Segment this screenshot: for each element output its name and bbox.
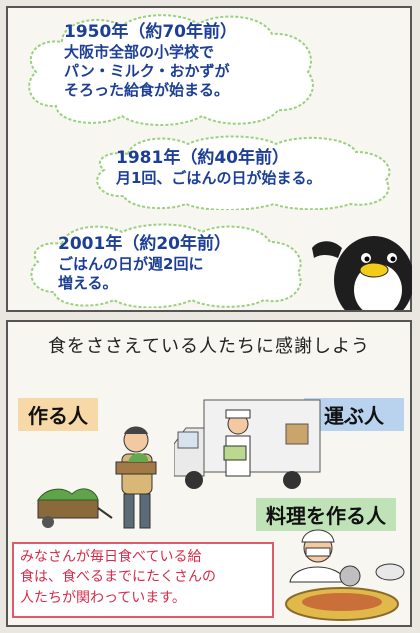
text-line: パン・ミルク・おかずが [64, 62, 230, 80]
cloud-bubble-1981 [96, 135, 391, 210]
cloud-bubble-2001 [30, 223, 302, 308]
text-line: そろった給食が始まる。 [64, 80, 230, 99]
note-line: 食は、食べるまでにたくさんの [20, 569, 216, 586]
thanks-panel: 食をささえている人たちに感謝しよう 作る人 運ぶ人 料理を作る人 [6, 320, 412, 627]
cook-illustration [285, 529, 405, 621]
farmer-illustration [37, 426, 157, 529]
cloud-text-1950: 1950年（約70年前） 大阪市全部の小学校で パン・ミルク・おかずが そろった… [64, 22, 237, 100]
text-line: 大阪市全部の小学校で [64, 43, 215, 62]
year-line: 1981年（約40年前） [116, 148, 289, 168]
year-line: 1950年（約70年前） [64, 22, 237, 42]
panel-heading: 食をささえている人たちに感謝しよう [47, 336, 371, 357]
note-line: みなさんが毎日食べている給 [20, 549, 202, 565]
cloud-text-1981: 1981年（約40年前） 月1回、ごはんの日が始まる。 [116, 148, 321, 188]
label-make: 作る人 [18, 398, 98, 431]
text-line: ごはんの日が週2回に [58, 255, 204, 274]
cloud-text-2001: 2001年（約20年前） ごはんの日が週2回に 増える。 [58, 234, 231, 293]
text-line: 増える。 [58, 274, 118, 292]
year-line: 2001年（約20年前） [58, 234, 231, 254]
penguin-mascot-illustration [312, 236, 412, 310]
info-note: みなさんが毎日食べている給 食は、食べるまでにたくさんの 人たちが関わっています… [12, 542, 274, 618]
note-line: 人たちが関わっています。 [20, 589, 186, 606]
text-line: 月1回、ごはんの日が始まる。 [116, 169, 322, 188]
timeline-panel: 1950年（約70年前） 大阪市全部の小学校で パン・ミルク・おかずが そろった… [6, 6, 412, 312]
label-carry: 運ぶ人 [304, 398, 404, 431]
cloud-bubble-1950 [28, 14, 314, 126]
delivery-truck-illustration [174, 399, 321, 489]
label-cook: 料理を作る人 [256, 498, 396, 531]
